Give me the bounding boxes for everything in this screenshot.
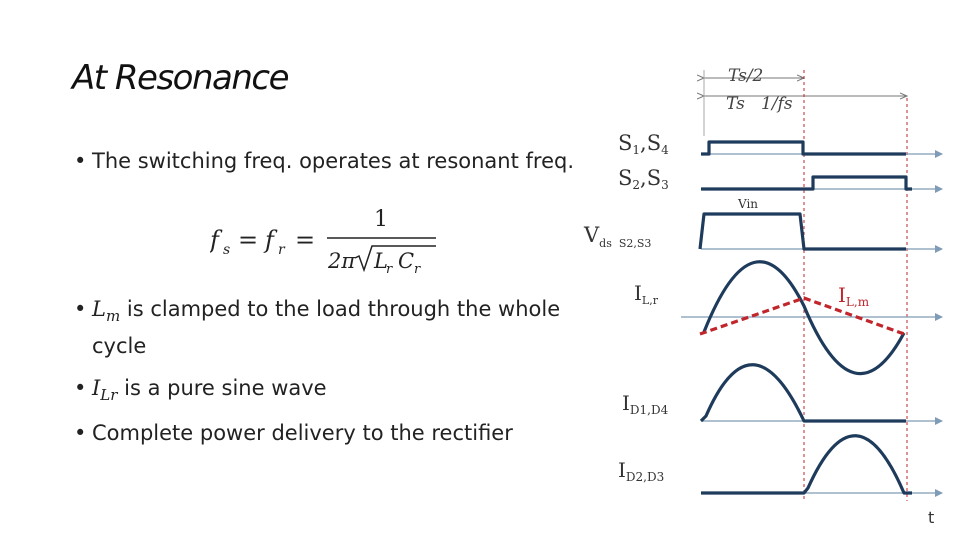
half-period-label: Ts/2 [728,66,763,86]
ilr-subscript: Lr [100,386,118,404]
bullet-list: The switching freq. operates at resonant… [74,146,574,448]
lm-symbol: L [92,297,106,321]
ilr-symbol: I [92,376,101,400]
formula-fs-sub: s [223,242,230,258]
waveform-vds [698,212,906,251]
label-s14: S1,S4 [618,131,669,157]
formula-den-L: L [373,249,388,273]
label-ilr: IL,r [634,281,659,307]
bullet-ilr-sine: ILr is a pure sine wave [74,373,574,410]
formula-den-2pi: 2π [327,249,356,273]
waveform-s23 [701,175,912,191]
formula-fr-sub: r [278,242,286,258]
waveform-id23 [701,434,912,495]
time-axis-label: t [928,508,934,527]
slide-title: At Resonance [72,58,290,98]
bullet-lm-text: is clamped to the load through the whole… [92,297,561,358]
formula-numerator: 1 [374,207,388,232]
waveform-ilm [699,296,908,337]
formula-eq2: = [295,226,315,254]
label-vds: Vds S2,S3 [583,223,651,250]
label-s23: S2,S3 [618,166,669,192]
bullet-ilr-text: is a pure sine wave [117,376,327,400]
formula-den-C: C [398,249,414,273]
lm-subscript: m [105,307,121,325]
label-id23: ID2,D3 [618,458,664,484]
formula-fr: f [263,226,278,254]
bullet-power-delivery: Complete power delivery to the rectifier [74,418,574,448]
sqrt-sign [354,245,436,273]
bullet-switching-freq: The switching freq. operates at resonant… [74,146,574,176]
bullet-lm-clamped: Lm is clamped to the load through the wh… [74,294,574,361]
label-vin: Vin [737,197,758,211]
formula-fs: f [210,226,223,254]
waveform-ilr [702,260,906,376]
waveform-id14 [699,363,906,423]
formula-eq1: = [238,226,258,254]
resonance-formula: f s = f r = 1 2π L r C r [210,207,436,277]
period-label: Ts 1/fs [726,94,793,114]
label-id14: ID1,D4 [622,391,669,417]
formula-den-sub2: r [414,262,421,277]
period-markers: Ts/2 Ts 1/fs [704,66,907,501]
waveform-s14 [701,140,906,156]
resonant-waveform-diagram: Ts/2 Ts 1/fs S1,S4 S2,S3 Vds S2,S3 Vin I… [583,66,943,527]
label-ilm: IL,m [838,283,870,309]
formula-den-sub1: r [386,262,393,277]
